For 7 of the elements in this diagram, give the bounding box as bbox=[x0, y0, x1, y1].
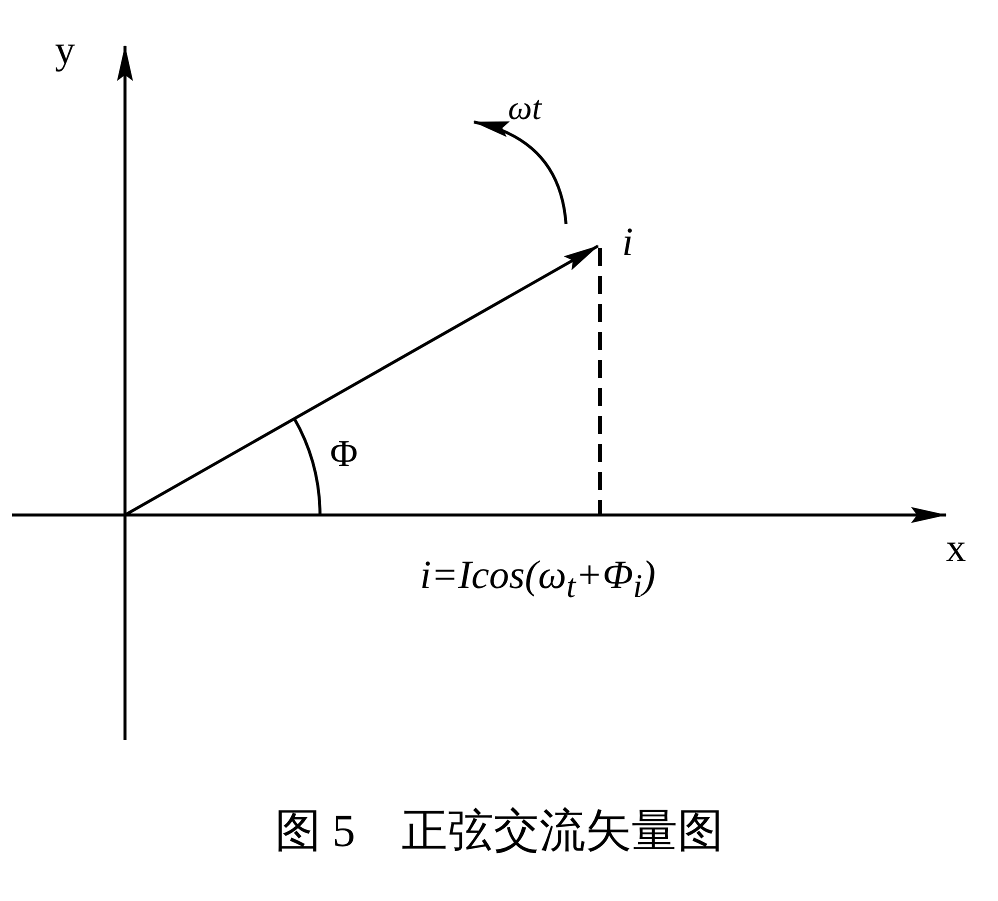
axis-label: x bbox=[946, 528, 966, 568]
figure-caption: 图 5 正弦交流矢量图 bbox=[274, 808, 724, 854]
formula-text: i=Icos(ω$_{t}$+Φ$_{i}$) bbox=[420, 555, 656, 604]
rotation-label: ωt bbox=[508, 92, 542, 126]
angle-label: Φ bbox=[330, 435, 358, 473]
axis-label: y bbox=[55, 30, 75, 70]
vector-label: i bbox=[622, 222, 634, 262]
